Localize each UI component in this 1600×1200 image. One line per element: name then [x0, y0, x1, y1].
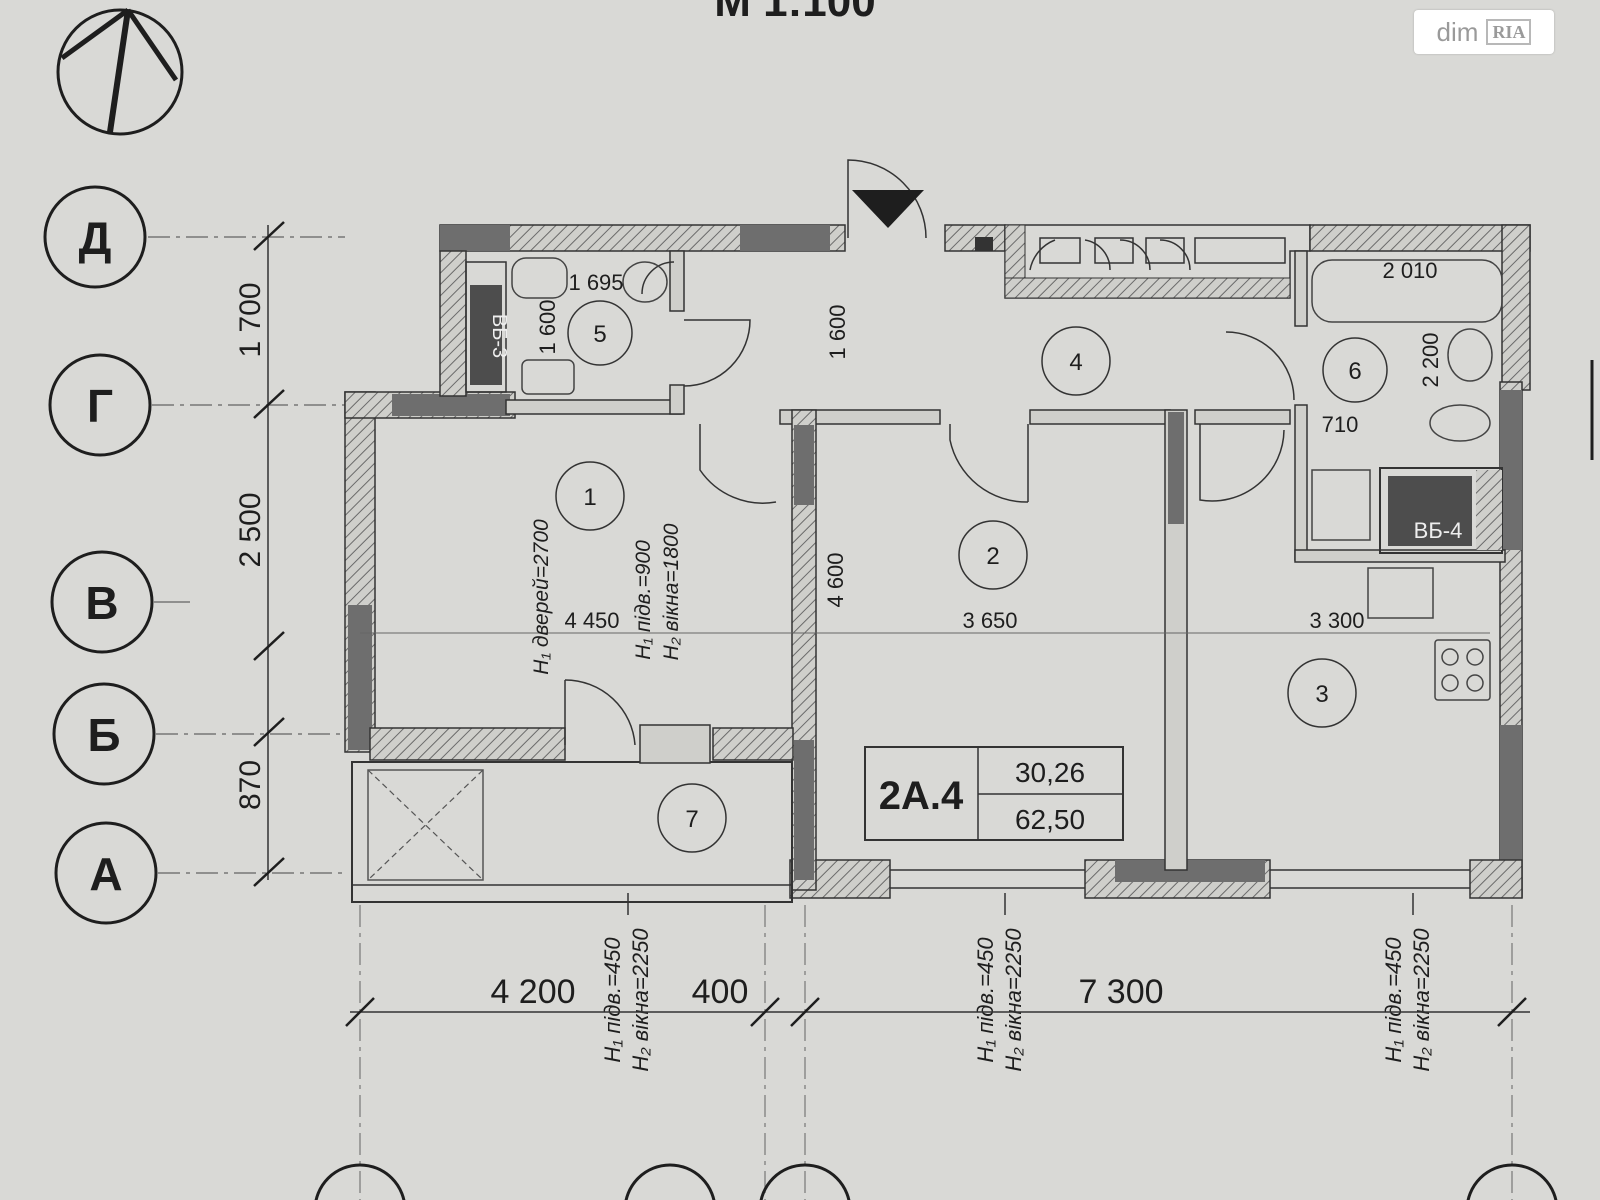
- toilet-icon: [1429, 404, 1491, 442]
- room1-note: H₁ дверей=2700: [530, 519, 553, 675]
- room-dim: 3 300: [1309, 608, 1364, 633]
- toilet-icon: [622, 261, 668, 303]
- svg-text:Д: Д: [79, 212, 112, 264]
- dim-label: 400: [692, 973, 749, 1011]
- total-area: 62,50: [1015, 804, 1085, 835]
- washing-machine-icon: [1311, 469, 1371, 541]
- room-number: 6: [1348, 358, 1361, 385]
- watermark-ria-logo: RIA: [1486, 19, 1532, 45]
- svg-text:H₁ підв.=450: H₁ підв.=450: [600, 937, 625, 1063]
- room-dim: 2 010: [1382, 258, 1437, 283]
- svg-text:А: А: [89, 848, 122, 900]
- watermark-logo: dim RIA: [1414, 10, 1554, 54]
- apartment-code: 2А.4: [879, 774, 964, 818]
- apartment-info-box: 2А.4 30,26 62,50: [864, 746, 1124, 841]
- dim-label: 2 500: [234, 492, 267, 567]
- fixtures: [511, 257, 1503, 701]
- room-number: 1: [583, 484, 596, 511]
- stove-icon: [1434, 639, 1491, 701]
- svg-text:H₁ підв.=450: H₁ підв.=450: [973, 937, 998, 1063]
- dim-label: 870: [234, 760, 267, 810]
- vent-label: ВБ-4: [1414, 518, 1463, 543]
- svg-text:H₂ вікна=2250: H₂ вікна=2250: [1409, 928, 1434, 1072]
- axis-marker: Г: [48, 353, 345, 457]
- svg-text:В: В: [85, 577, 118, 629]
- room-dim: 4 450: [564, 608, 619, 633]
- room-dim: 4 600: [823, 552, 848, 607]
- bathtub-icon: [1311, 259, 1503, 323]
- svg-text:Б: Б: [87, 709, 120, 761]
- svg-text:H₂ вікна=2250: H₂ вікна=2250: [628, 928, 653, 1072]
- left-dimension-chain: 1 700 2 500 870: [234, 221, 285, 887]
- dim-label: 4 200: [490, 973, 575, 1011]
- axis-marker: А: [54, 821, 345, 925]
- room-dim: 1 600: [825, 304, 850, 359]
- room-number: 5: [593, 321, 606, 348]
- window-notes: H₁ підв.=450 H₂ вікна=2250 H₁ підв.=450 …: [600, 893, 1434, 1072]
- kitchen-sink-icon: [1367, 567, 1434, 619]
- north-arrow-icon: [56, 7, 184, 136]
- room-dim: 2 200: [1418, 332, 1443, 387]
- room-number: 4: [1069, 349, 1082, 376]
- axis-marker: Б: [52, 682, 345, 786]
- doors: [564, 159, 1295, 746]
- room1-note: H₂ вікна=1800: [660, 523, 683, 660]
- washbasin-icon: [1447, 328, 1493, 382]
- walls: ВБ-3 ВБ-4: [344, 224, 1531, 903]
- svg-text:H₁ підв.=450: H₁ підв.=450: [1381, 937, 1406, 1063]
- room-numbers: [555, 300, 1388, 853]
- axis-markers: Д Г В Б А: [43, 185, 345, 925]
- room-dim: 1 600: [535, 299, 560, 354]
- axis-marker: Д: [43, 185, 345, 289]
- room-number: 3: [1315, 681, 1328, 708]
- room-number: 2: [986, 543, 999, 570]
- room-dim: 710: [1322, 412, 1359, 437]
- svg-text:H₂ вікна=2250: H₂ вікна=2250: [1001, 928, 1026, 1072]
- axis-marker: В: [50, 550, 190, 654]
- vent-label: ВБ-3: [488, 314, 510, 358]
- room-number: 7: [685, 806, 698, 833]
- dim-label: 7 300: [1078, 973, 1163, 1011]
- living-area: 30,26: [1015, 757, 1085, 788]
- room-dim: 1 695: [568, 270, 623, 295]
- scale-title: М 1:100: [714, 0, 875, 26]
- bottom-dimension-chain: 4 200 400 7 300: [314, 905, 1558, 1200]
- watermark-text: dim: [1436, 16, 1479, 47]
- dim-label: 1 700: [234, 282, 267, 357]
- room-dim: 3 650: [962, 608, 1017, 633]
- room1-note: H₁ підв.=900: [632, 540, 655, 660]
- svg-text:Г: Г: [87, 380, 113, 432]
- sink-icon: [511, 257, 568, 299]
